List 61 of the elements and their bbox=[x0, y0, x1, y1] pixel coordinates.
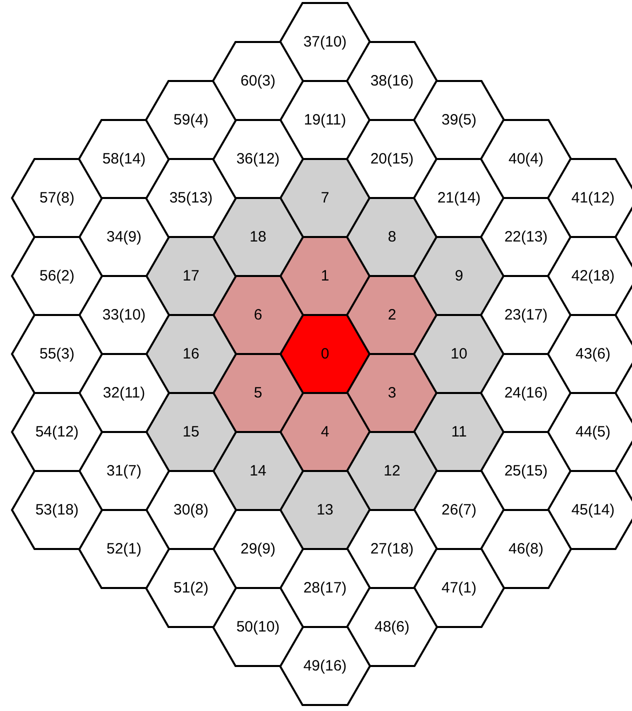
cell-label: 33(10) bbox=[102, 306, 146, 324]
cell-label: 2 bbox=[388, 306, 396, 324]
cell-label: 22(13) bbox=[504, 228, 548, 246]
cell-label: 44(5) bbox=[575, 424, 611, 440]
cell-label: 53(18) bbox=[35, 502, 79, 518]
cell-label: 27(18) bbox=[370, 540, 414, 558]
cell-label: 19(11) bbox=[304, 112, 346, 128]
cell-label: 49(16) bbox=[303, 658, 347, 674]
cell-label: 48(6) bbox=[374, 618, 410, 636]
cell-label: 34(9) bbox=[106, 228, 142, 246]
cell-label: 24(16) bbox=[504, 384, 548, 402]
cell-label: 7 bbox=[320, 190, 330, 206]
cell-label: 29(9) bbox=[240, 540, 276, 558]
cell-label: 1 bbox=[320, 268, 330, 284]
cell-label: 57(8) bbox=[39, 190, 75, 206]
cell-label: 15 bbox=[182, 424, 200, 440]
cell-label: 42(18) bbox=[571, 268, 615, 284]
cell-label: 23(17) bbox=[504, 306, 548, 324]
cell-label: 21(14) bbox=[437, 190, 481, 206]
cell-label: 3 bbox=[388, 384, 396, 402]
cell-label: 56(2) bbox=[39, 268, 75, 284]
cell-label: 52(1) bbox=[106, 540, 142, 558]
cell-label: 36(12) bbox=[236, 150, 280, 168]
cell-label: 47(1) bbox=[441, 580, 477, 596]
cell-label: 0 bbox=[320, 346, 330, 362]
cell-label: 58(14) bbox=[102, 150, 146, 168]
cell-label: 12 bbox=[384, 462, 400, 480]
cell-label: 37(10) bbox=[303, 34, 347, 50]
cell-label: 60(3) bbox=[240, 72, 276, 90]
cell-label: 39(5) bbox=[441, 112, 477, 128]
cell-label: 35(13) bbox=[169, 190, 213, 206]
cell-label: 4 bbox=[320, 424, 330, 440]
cell-label: 55(3) bbox=[39, 346, 75, 362]
cell-label: 8 bbox=[388, 228, 396, 246]
cell-label: 13 bbox=[316, 502, 334, 518]
cell-label: 32(11) bbox=[102, 384, 146, 402]
cell-label: 46(8) bbox=[508, 540, 544, 558]
cell-label: 6 bbox=[254, 306, 262, 324]
cell-label: 25(15) bbox=[504, 462, 548, 480]
cell-label: 59(4) bbox=[173, 112, 209, 128]
cell-label: 26(7) bbox=[441, 502, 477, 518]
cell-label: 41(12) bbox=[571, 190, 615, 206]
cell-label: 51(2) bbox=[173, 580, 209, 596]
cell-label: 40(4) bbox=[508, 150, 544, 168]
cell-label: 17 bbox=[182, 268, 200, 284]
cell-label: 50(10) bbox=[236, 618, 280, 636]
cell-label: 30(8) bbox=[173, 502, 209, 518]
cell-label: 9 bbox=[454, 268, 464, 284]
cell-label: 14 bbox=[250, 462, 266, 480]
cell-label: 31(7) bbox=[106, 462, 142, 480]
cell-label: 18 bbox=[250, 228, 266, 246]
cell-label: 5 bbox=[254, 384, 262, 402]
cell-label: 43(6) bbox=[575, 346, 611, 362]
cell-label: 38(16) bbox=[370, 72, 414, 90]
cell-label: 28(17) bbox=[303, 580, 347, 596]
cell-label: 10 bbox=[450, 346, 468, 362]
cell-label: 11 bbox=[451, 424, 467, 440]
cell-label: 20(15) bbox=[370, 150, 414, 168]
cell-label: 16 bbox=[182, 346, 200, 362]
cell-label: 45(14) bbox=[571, 502, 615, 518]
cell-label: 54(12) bbox=[35, 424, 79, 440]
